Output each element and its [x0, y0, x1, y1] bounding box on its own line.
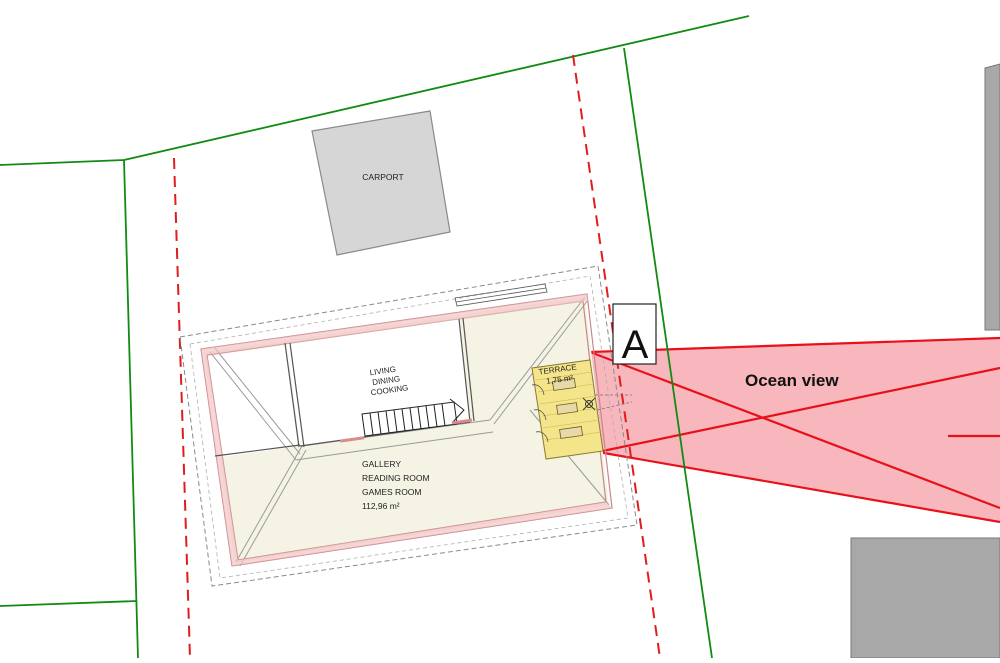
living-label-line2: DINING — [372, 374, 401, 387]
property-boundaries — [0, 15, 750, 659]
railing-markers — [339, 418, 473, 443]
carport — [311, 110, 451, 256]
roof-overhang-inner — [189, 275, 629, 579]
gallery-label-line1: GALLERY — [362, 459, 401, 469]
setback-lines — [173, 54, 661, 659]
exterior-wall-fill — [201, 294, 612, 566]
roof-hip-lines — [209, 296, 610, 567]
staircase — [361, 398, 465, 437]
gallery-label-line3: GAMES ROOM — [362, 487, 422, 497]
gallery-area: 112,96 m² — [362, 501, 400, 511]
terrace — [531, 359, 633, 460]
carport-label: CARPORT — [362, 172, 403, 182]
gallery-label-line2: READING ROOM — [362, 473, 430, 483]
terrace-area: 1,75 m² — [546, 373, 574, 386]
ocean-view-label: Ocean view — [745, 371, 839, 390]
ocean-view-lines — [589, 336, 1000, 524]
neighbor-building-bottom — [850, 537, 1000, 659]
skylight — [454, 283, 548, 307]
stair-void-area — [208, 345, 298, 458]
neighbor-building-top — [984, 63, 1000, 331]
living-label-line1: LIVING — [369, 365, 396, 378]
roof-overhang-outline — [179, 265, 638, 587]
section-marker-box — [612, 303, 657, 365]
section-marker: A — [622, 323, 649, 367]
